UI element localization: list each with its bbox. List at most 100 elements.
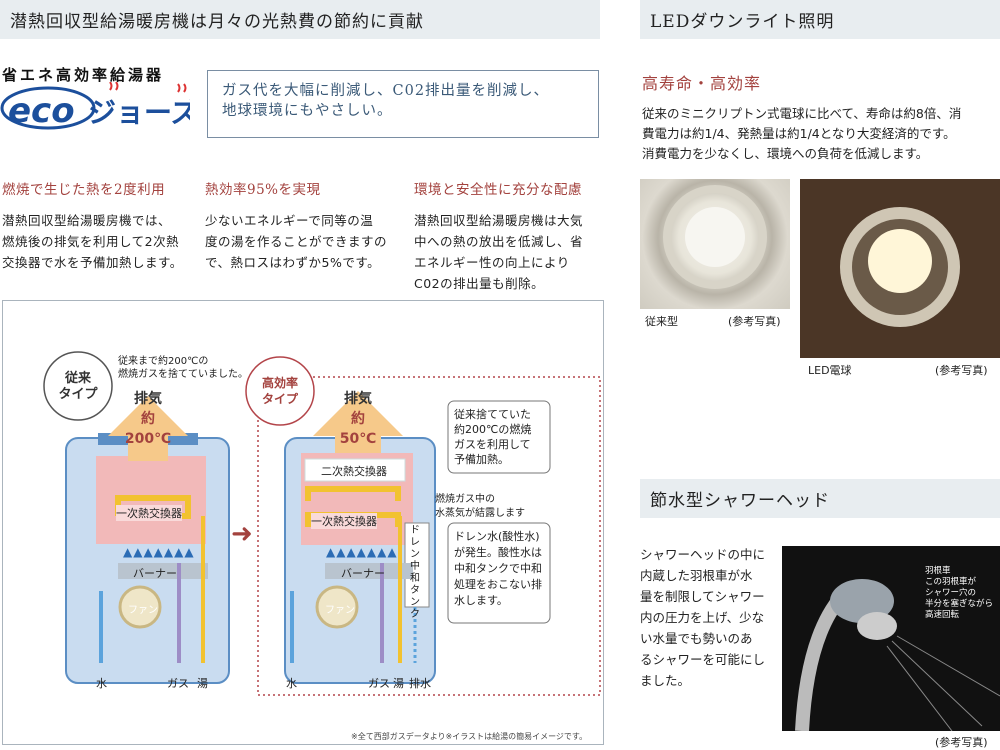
pipe-label-hot-2: 湯	[393, 677, 404, 690]
conventional-light-caption: 従来型	[645, 315, 678, 328]
note-line: 約200℃の燃焼	[454, 423, 532, 436]
feature-text: 潜熱回収型給湯暖房機は大気 中への熱の放出を低減し、省 エネルギー性の向上により…	[414, 210, 609, 294]
note-line: ドレン水(酸性水)	[454, 530, 540, 543]
feature-title: 燃焼で生じた熱を2度利用	[2, 182, 166, 198]
text-line: 燃焼後の排気を利用して2次熱	[2, 234, 180, 249]
condensation-note: 燃焼ガス中の 水蒸気が結露します	[435, 493, 525, 521]
text-line: で、熱ロスはわずか5%です。	[205, 255, 381, 270]
text-line: るシャワーを可能にし	[640, 652, 766, 667]
drain-tank-label: ドレン中和タンク	[410, 525, 420, 620]
flame-icon-2: ▲▲▲▲▲▲▲	[326, 545, 398, 559]
water-heater-diagram: 従来まで約200℃の 燃焼ガスを捨てていました。 従来 タイプ 排気 約200℃…	[2, 300, 604, 745]
preheat-note: 従来捨てていた 約200℃の燃焼 ガスを利用して 予備加熱。	[454, 407, 531, 467]
text-line: 少ないエネルギーで同等の温	[205, 213, 374, 228]
note-line: 予備加熱。	[454, 453, 509, 466]
logo-caption: 省エネ高効率給湯器	[2, 66, 165, 84]
label-line: 排気	[134, 391, 162, 407]
feature-title: 熱効率95%を実現	[205, 182, 321, 198]
summary-callout: ガス代を大幅に削減し、C02排出量を削減し、 地球環境にもやさしい。	[207, 70, 599, 138]
pipe-label-gas: ガス	[167, 677, 189, 690]
label-line: タイプ	[261, 392, 298, 406]
pipe-label-water-2: 水	[286, 677, 297, 690]
note-line: 燃焼ガスを捨てていました。	[118, 369, 248, 380]
feature-efficiency: 熱効率95%を実現 少ないエネルギーで同等の温 度の湯を作ることができますの で…	[205, 178, 405, 273]
burner-label: バーナー	[133, 567, 177, 580]
eco-jozu-logo: eco ジョーズ	[0, 81, 199, 132]
exhaust-label-200: 排気 約200℃	[123, 389, 173, 449]
label-line: 高効率	[261, 376, 298, 390]
led-description: 従来のミニクリプトン式電球に比べて、寿命は約8倍、消 費電力は約1/4、発熱量は…	[642, 104, 1000, 164]
pipe-label-water: 水	[96, 677, 107, 690]
drain-water-note: ドレン水(酸性水) が発生。酸性水は 中和タンクで中和 処理をおこない排 水しま…	[454, 529, 542, 609]
led-subtitle: 高寿命・高効率	[642, 74, 762, 93]
led-light-ref: (参考写真)	[935, 364, 988, 377]
feature-text: 少ないエネルギーで同等の温 度の湯を作ることができますの で、熱ロスはわずか5%…	[205, 210, 405, 273]
note-line: この羽根車が	[925, 577, 977, 587]
led-light-caption: LED電球	[808, 364, 852, 377]
label-line: 従来	[64, 371, 91, 386]
svg-text:ジョーズ: ジョーズ	[88, 96, 190, 129]
feature-title: 環境と安全性に充分な配慮	[414, 182, 582, 198]
text-line: 度の湯を作ることができますの	[205, 234, 388, 249]
text-line: い水量でも勢いのあ	[640, 631, 753, 646]
text-line: 従来のミニクリプトン式電球に比べて、寿命は約8倍、消	[642, 106, 962, 121]
arrow-right-icon: ➜	[231, 519, 253, 549]
text-line: シャワーヘッドの中に	[640, 547, 766, 562]
note-line: 半分を塞ぎながら	[925, 599, 994, 609]
text-line: 交換器で水を予備加熱します。	[2, 255, 183, 270]
label-line: 排気	[344, 391, 372, 407]
shower-head-photo	[782, 546, 1000, 731]
conventional-note: 従来まで約200℃の 燃焼ガスを捨てていました。	[118, 355, 248, 381]
callout-line: 地球環境にもやさしい。	[222, 103, 393, 119]
text-line: C02の排出量も削除。	[414, 276, 545, 291]
text-line: 中への熱の放出を低減し、省	[414, 234, 584, 249]
feature-environment: 環境と安全性に充分な配慮 潜熱回収型給湯暖房機は大気 中への熱の放出を低減し、省…	[414, 178, 609, 294]
note-line: 従来まで約200℃の	[118, 356, 209, 367]
diagram-footnote: ※全て西部ガスデータより※イラストは給湯の簡易イメージです。	[351, 732, 588, 741]
feature-reuse-heat: 燃焼で生じた熱を2度利用 潜熱回収型給湯暖房機では、 燃焼後の排気を利用して2次…	[2, 178, 197, 273]
note-line: 羽根車	[925, 566, 951, 576]
led-section-header: LEDダウンライト照明	[640, 0, 1000, 39]
high-efficiency-type-label: 高効率 タイプ	[250, 375, 310, 407]
text-line: 内の圧力を上げ、少な	[640, 610, 765, 625]
conventional-light-photo	[640, 179, 790, 309]
note-line: 処理をおこない排	[454, 578, 542, 591]
text-line: 潜熱回収型給湯暖房機は大気	[414, 213, 584, 228]
note-line: が発生。酸性水は	[454, 546, 542, 559]
shower-description: シャワーヘッドの中に 内蔵した羽根車が水 量を制限してシャワー 内の圧力を上げ、…	[640, 544, 780, 691]
left-section-header: 潜熱回収型給湯暖房機は月々の光熱費の節約に貢献	[0, 0, 600, 39]
note-line: 中和タンクで中和	[454, 562, 542, 575]
pipe-label-drain: 排水	[409, 677, 431, 690]
note-line: シャワー穴の	[925, 588, 977, 598]
text-line: 費電力は約1/4、発熱量は約1/4となり大変経済的です。	[642, 126, 956, 141]
fan-label: ファン	[128, 605, 158, 616]
svg-text:eco: eco	[8, 91, 75, 131]
secondary-hx-label: 二次熱交換器	[321, 465, 387, 478]
text-line: ました。	[640, 673, 691, 688]
label-line: 約200℃	[124, 411, 172, 447]
flame-icon: ▲▲▲▲▲▲▲	[123, 545, 195, 559]
primary-hx-label: 一次熱交換器	[116, 505, 182, 521]
text-line: 量を制限してシャワー	[640, 589, 765, 604]
burner-label-2: バーナー	[341, 567, 385, 580]
note-line: 水蒸気が結露します	[435, 508, 525, 519]
callout-line: ガス代を大幅に削減し、C02排出量を削減し、	[222, 83, 550, 99]
note-line: 従来捨てていた	[454, 408, 531, 421]
conventional-light-ref: (参考写真)	[728, 315, 781, 328]
fan-label-2: ファン	[325, 605, 355, 616]
feature-text: 潜熱回収型給湯暖房機では、 燃焼後の排気を利用して2次熱 交換器で水を予備加熱し…	[2, 210, 197, 273]
pipe-label-hot: 湯	[197, 677, 208, 690]
exhaust-label-50: 排気 約50℃	[333, 389, 383, 449]
note-line: ガスを利用して	[454, 438, 531, 451]
label-line: 約50℃	[339, 411, 377, 447]
primary-hx-label-2: 一次熱交換器	[311, 513, 377, 529]
impeller-note: 羽根車 この羽根車が シャワー穴の 半分を塞ぎながら 高速回転	[925, 566, 993, 621]
text-line: 消費電力を少なくし、環境への負荷を低減します。	[642, 146, 929, 161]
shower-section-header: 節水型シャワーヘッド	[640, 479, 1000, 518]
text-line: 潜熱回収型給湯暖房機では、	[2, 213, 172, 228]
note-line: 高速回転	[925, 610, 960, 620]
led-light-photo	[800, 179, 1000, 358]
note-line: 燃焼ガス中の	[435, 494, 495, 505]
conventional-type-label: 従来 タイプ	[52, 371, 104, 403]
note-line: 水します。	[454, 594, 508, 607]
